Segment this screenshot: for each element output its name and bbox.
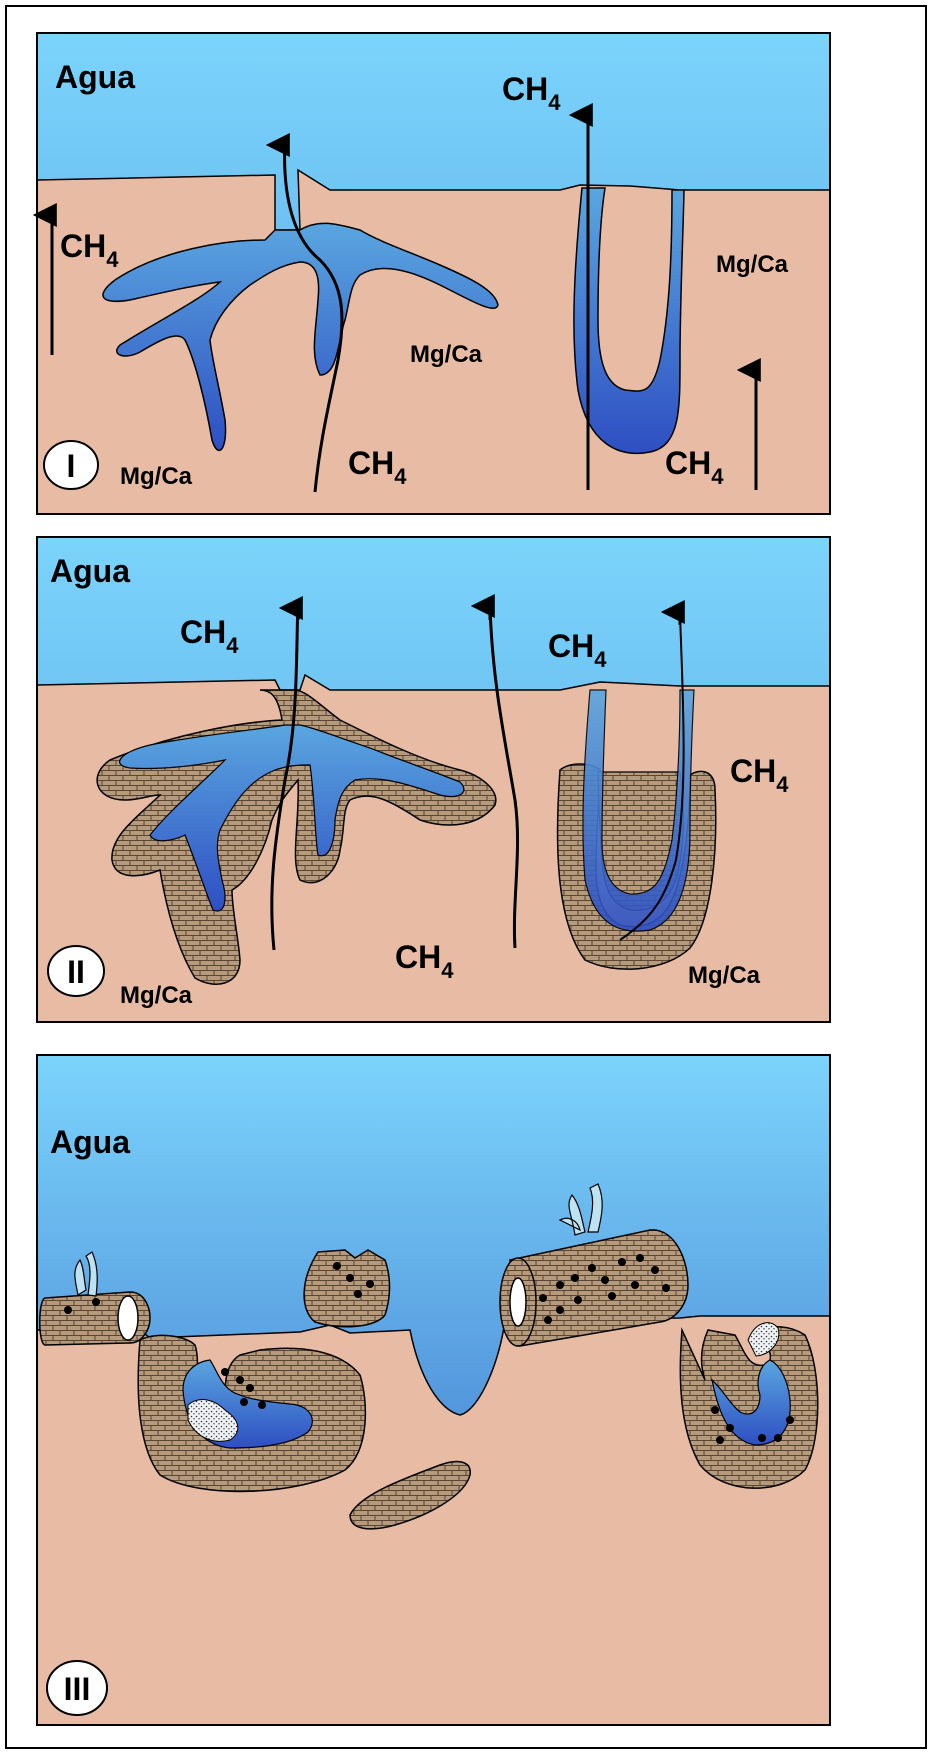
panel-3-cylinder-opening — [118, 1296, 138, 1340]
panel-1: Agua CH4 CH4 CH4 CH4 Mg/Ca Mg/Ca Mg/Ca I — [37, 33, 830, 514]
panel-2-mgca-label: Mg/Ca — [688, 962, 761, 989]
panel-1-roman-numeral: I — [67, 448, 76, 484]
panel-2-mgca-label: Mg/Ca — [120, 982, 193, 1009]
panel-3-roman-numeral: III — [64, 1671, 91, 1707]
panel-2: Agua CH4 CH4 CH4 CH4 Mg/Ca Mg/Ca II — [37, 537, 830, 1022]
panel-1-water-label: Agua — [55, 59, 135, 95]
panel-2-roman-numeral: II — [67, 954, 85, 990]
panel-1-mgca-label: Mg/Ca — [716, 251, 789, 278]
panel-3: Agua III — [37, 1055, 830, 1725]
panel-1-mgca-label: Mg/Ca — [410, 341, 483, 368]
panel-3-carbonate-block-mid — [304, 1250, 389, 1327]
panel-3-cylinder-opening — [510, 1278, 526, 1326]
panel-3-water-label: Agua — [50, 1124, 130, 1160]
panel-1-mgca-label: Mg/Ca — [120, 463, 193, 490]
panel-2-water-label: Agua — [50, 553, 130, 589]
